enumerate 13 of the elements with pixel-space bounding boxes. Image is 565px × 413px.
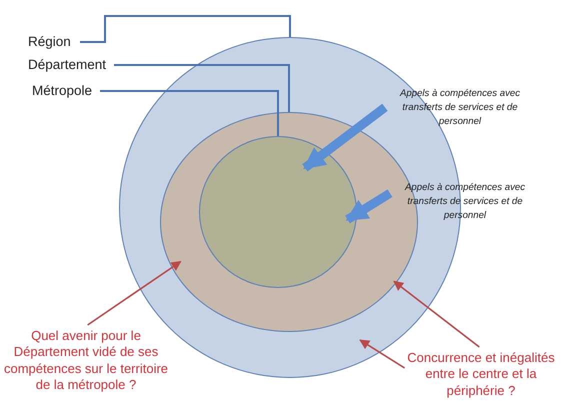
callout-text: Appels à compétences avec transferts de services et de personnel	[385, 87, 535, 129]
arrow	[393, 280, 480, 348]
leader-line	[100, 90, 279, 136]
question-text: Concurrence et inégalités entre le centre et la périphérie ?	[398, 350, 564, 400]
leader-line	[114, 64, 290, 112]
leader-line	[80, 15, 291, 43]
department-label: Département	[28, 56, 110, 74]
question-text: Quel avenir pour le Département vidé de ses compétences sur le territoire de la métropole ?	[4, 328, 168, 394]
arrow	[359, 339, 406, 369]
metropole-label: Métropole	[32, 82, 96, 100]
arrow	[345, 189, 392, 224]
region-label: Région	[28, 33, 76, 51]
arrow	[87, 260, 182, 326]
